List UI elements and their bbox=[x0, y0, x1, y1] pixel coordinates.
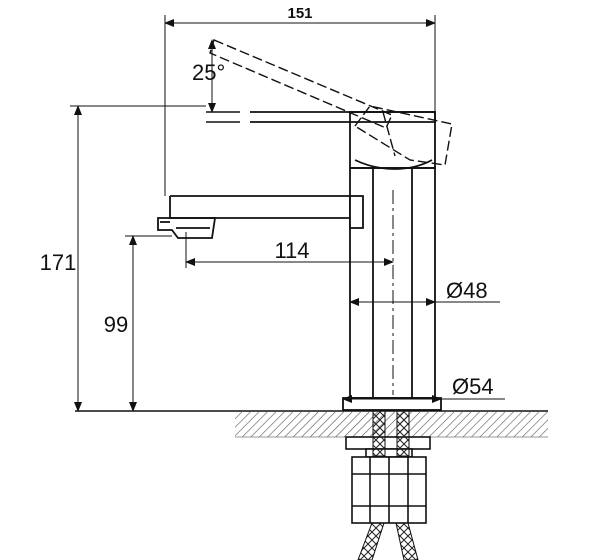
shank-upper bbox=[345, 436, 431, 450]
mounting-shank bbox=[345, 436, 431, 524]
spout-neck bbox=[349, 195, 364, 229]
lever-handle bbox=[206, 111, 436, 170]
base-ring bbox=[342, 397, 442, 411]
aerator bbox=[157, 217, 217, 239]
lever-handle-raised bbox=[209, 39, 453, 166]
label-outlet-height: 99 bbox=[104, 312, 128, 337]
braided-hoses bbox=[357, 410, 419, 560]
countertop bbox=[75, 410, 548, 438]
dim-spout-reach bbox=[185, 232, 394, 268]
cartridge-cap bbox=[349, 111, 436, 169]
spout bbox=[157, 195, 364, 239]
dim-overall-height bbox=[70, 105, 206, 412]
label-lever-angle: 25° bbox=[192, 60, 225, 85]
dim-outlet-height bbox=[125, 235, 172, 412]
label-overall-width: 151 bbox=[287, 5, 312, 22]
label-overall-height: 171 bbox=[40, 250, 77, 275]
label-spout-reach: 114 bbox=[274, 238, 309, 263]
label-base-diameter: Ø54 bbox=[452, 374, 494, 399]
label-body-diameter: Ø48 bbox=[446, 278, 488, 303]
